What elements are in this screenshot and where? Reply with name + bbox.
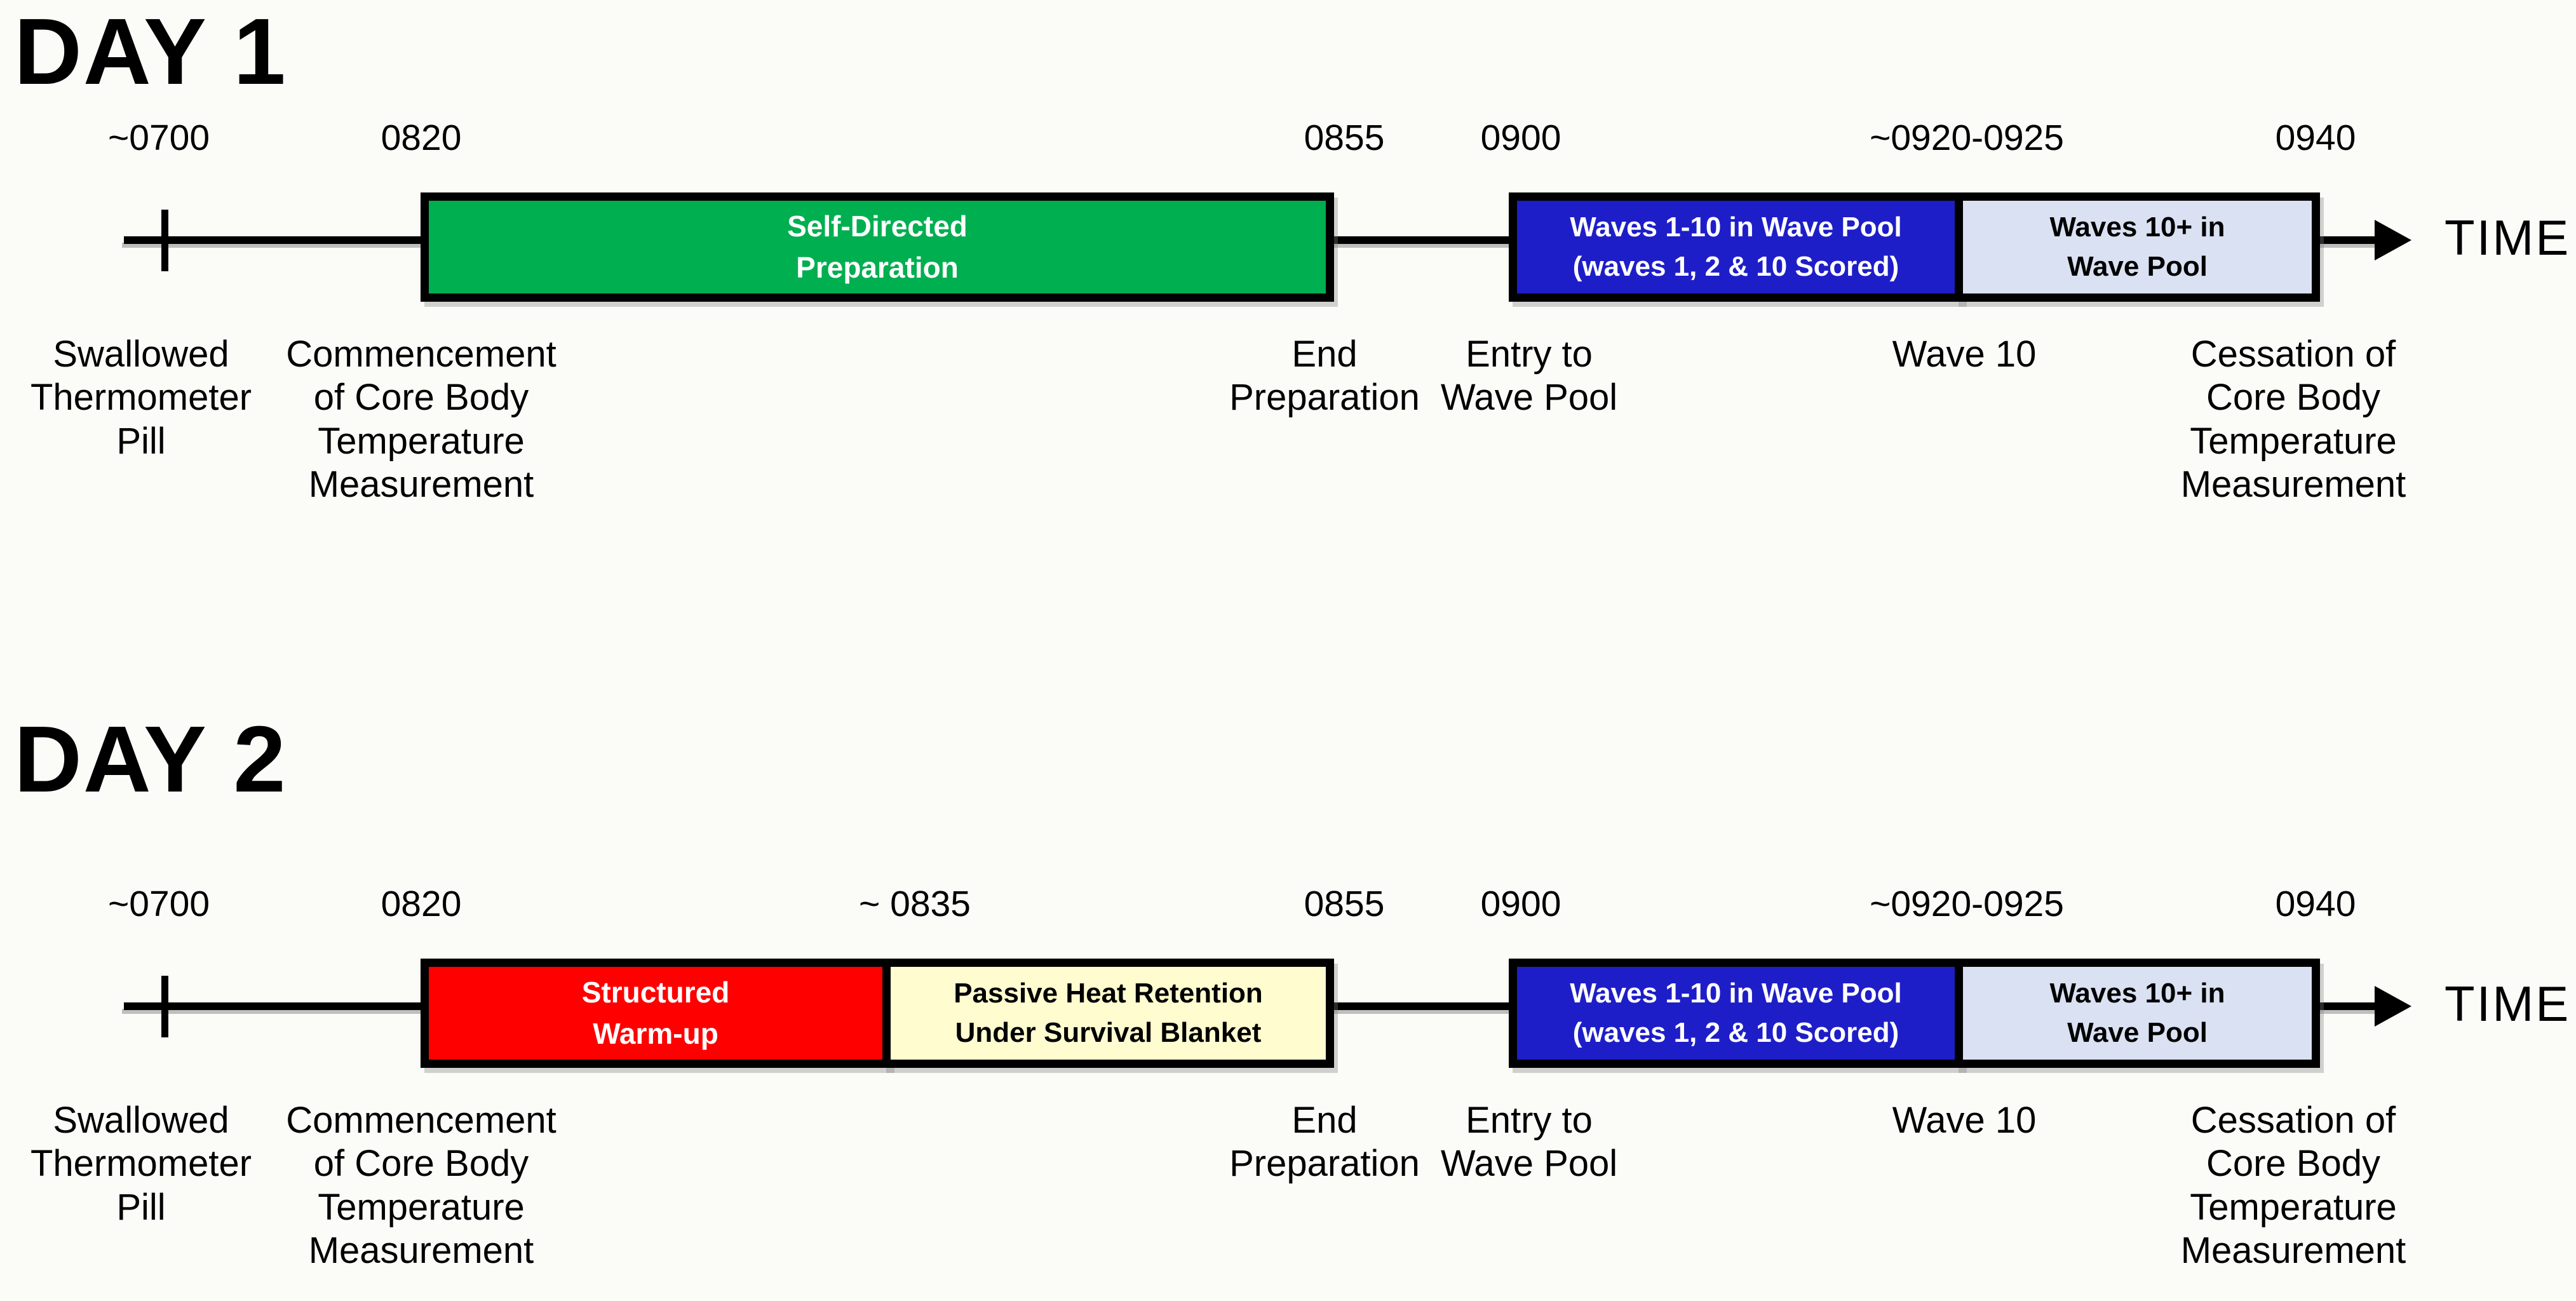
day2-time-0835: ~ 0835	[859, 884, 971, 924]
day1-time-0700: ~0700	[107, 118, 210, 158]
day1-phase-self-directed-preparation: Self-Directed Preparation	[421, 192, 1334, 302]
day2-time-0920-0925: ~0920-0925	[1870, 884, 2064, 924]
day2-phase-waves-1-10: Waves 1-10 in Wave Pool (waves 1, 2 & 10…	[1509, 959, 1963, 1068]
day2-arrowhead-icon	[2375, 986, 2411, 1027]
day1-event-end-preparation: End Preparation	[1229, 334, 1420, 419]
phase-label: Self-Directed Preparation	[787, 209, 968, 284]
day1-time-0900: 0900	[1480, 118, 1561, 158]
phase-label: Waves 1-10 in Wave Pool (waves 1, 2 & 10…	[1570, 977, 1902, 1048]
phase-label: Structured Warm-up	[581, 975, 730, 1050]
day1-arrowhead-icon	[2375, 220, 2411, 260]
day1-time-0820: 0820	[381, 118, 462, 158]
day2-event-entry-wave-pool: Entry to Wave Pool	[1440, 1100, 1618, 1185]
day2-time-0820: 0820	[381, 884, 462, 924]
phase-label: Waves 1-10 in Wave Pool (waves 1, 2 & 10…	[1570, 211, 1902, 282]
day2-time-axis-label: TIME	[2445, 976, 2571, 1032]
phase-label: Waves 10+ in Wave Pool	[2049, 211, 2225, 282]
day2-time-0940: 0940	[2275, 884, 2356, 924]
day2-time-0855: 0855	[1304, 884, 1385, 924]
day2-event-end-preparation: End Preparation	[1229, 1100, 1420, 1185]
day2-time-0700: ~0700	[107, 884, 210, 924]
day2-event-commence-core-temp: Commencement of Core Body Temperature Me…	[286, 1100, 556, 1272]
day2-event-swallowed-pill: Swallowed Thermometer Pill	[30, 1100, 252, 1228]
day1-tick-0700	[161, 210, 168, 271]
day2-event-wave-10: Wave 10	[1892, 1100, 2037, 1141]
day2-event-cessation-core-temp: Cessation of Core Body Temperature Measu…	[2180, 1100, 2406, 1272]
phase-label: Passive Heat Retention Under Survival Bl…	[954, 977, 1263, 1048]
phase-label: Waves 10+ in Wave Pool	[2049, 977, 2225, 1048]
day1-event-cessation-core-temp: Cessation of Core Body Temperature Measu…	[2180, 334, 2406, 506]
day1-time-0855: 0855	[1304, 118, 1385, 158]
day1-time-0940: 0940	[2275, 118, 2356, 158]
day2-tick-0700	[161, 976, 168, 1037]
day1-phase-waves-10-plus: Waves 10+ in Wave Pool	[1955, 192, 2320, 302]
day1-time-axis-label: TIME	[2445, 210, 2571, 266]
day2-phase-structured-warm-up: Structured Warm-up	[421, 959, 891, 1068]
day1-title: DAY 1	[14, 0, 287, 104]
day1-event-commence-core-temp: Commencement of Core Body Temperature Me…	[286, 334, 556, 506]
day1-event-entry-wave-pool: Entry to Wave Pool	[1440, 334, 1618, 419]
day1-event-swallowed-pill: Swallowed Thermometer Pill	[30, 334, 252, 462]
day2-phase-passive-heat-retention: Passive Heat Retention Under Survival Bl…	[882, 959, 1334, 1068]
day2-section: DAY 2 ~0700 0820 ~ 0835 0855 0900 ~0920-…	[0, 713, 2576, 1301]
day1-time-0920-0925: ~0920-0925	[1870, 118, 2064, 158]
day1-event-wave-10: Wave 10	[1892, 334, 2037, 375]
day1-phase-waves-1-10: Waves 1-10 in Wave Pool (waves 1, 2 & 10…	[1509, 192, 1963, 302]
day2-title: DAY 2	[14, 707, 287, 812]
day2-phase-waves-10-plus: Waves 10+ in Wave Pool	[1955, 959, 2320, 1068]
day2-time-0900: 0900	[1480, 884, 1561, 924]
day1-section: DAY 1 ~0700 0820 0855 0900 ~0920-0925 09…	[0, 0, 2576, 650]
